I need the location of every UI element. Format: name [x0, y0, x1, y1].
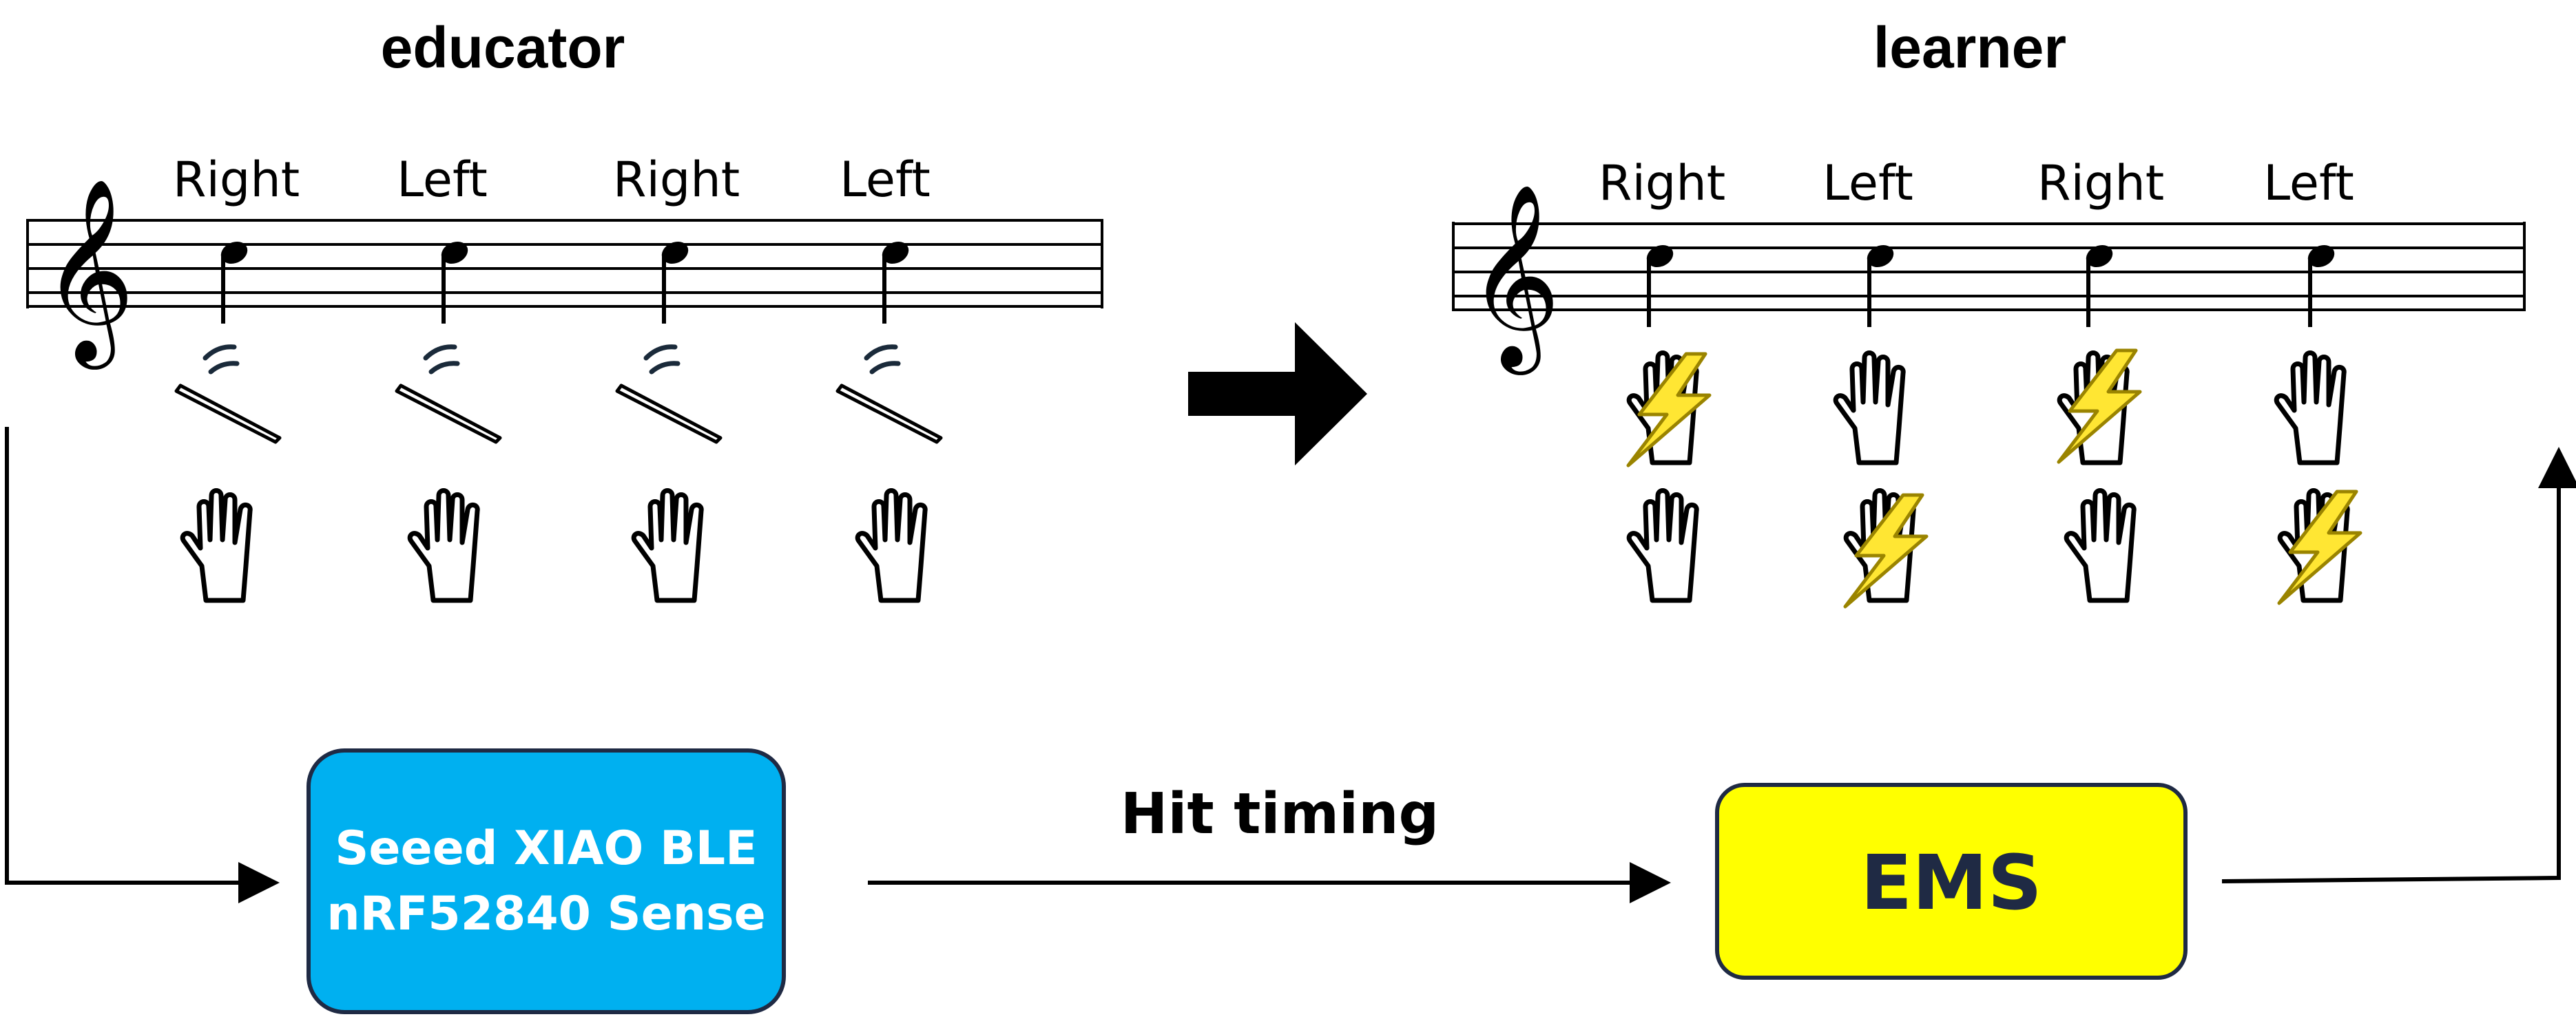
learner-beat-1: Right	[1599, 155, 1725, 600]
hand-label: Left	[1822, 155, 1913, 211]
device-box-line2: nRF52840 Sense	[326, 887, 766, 941]
learner-beat-4: Left	[2263, 155, 2360, 603]
hand-label: Right	[173, 151, 300, 208]
note-head	[220, 241, 248, 264]
educator-beat-1: Right	[173, 151, 300, 600]
educator-beat-2: Left	[397, 151, 500, 600]
learner-beat-3: Right	[2037, 155, 2164, 600]
learner-beat-2: Left	[1822, 155, 1926, 607]
hand-outline-icon	[858, 491, 925, 601]
ems-label: EMS	[1860, 839, 2042, 927]
hand-outline-icon	[2066, 491, 2134, 601]
drumstick-icon	[617, 347, 720, 442]
educator-beat-4: Left	[838, 151, 941, 600]
drumstick-icon	[838, 347, 941, 442]
hand-outline-icon	[1629, 491, 1696, 601]
hand-outline-icon	[183, 491, 250, 601]
note-head	[1867, 244, 1894, 268]
educator-beat-3: Right	[613, 151, 740, 600]
hand-outline-icon	[410, 491, 477, 601]
drumstick-icon	[397, 347, 500, 442]
hand-label: Right	[2037, 155, 2164, 211]
hand-label: Right	[613, 151, 740, 208]
note-head	[882, 241, 909, 264]
learner-staff	[1452, 222, 2526, 311]
note-head	[2086, 244, 2113, 268]
note-head	[2307, 244, 2335, 268]
device-box-line1: Seeed XIAO BLE	[335, 821, 757, 876]
hand-outline-icon	[634, 491, 701, 601]
drumstick-icon	[176, 347, 280, 442]
hit-timing-label: Hit timing	[1121, 781, 1439, 847]
educator-title: educator	[381, 15, 625, 80]
input-connector	[5, 427, 280, 903]
hand-outline-icon	[2276, 353, 2344, 463]
learner-title: learner	[1873, 15, 2066, 80]
educator-staff	[26, 219, 1103, 308]
note-head	[1646, 244, 1674, 268]
hand-label: Left	[840, 151, 931, 208]
device-box	[307, 748, 786, 1014]
hand-label: Left	[397, 151, 488, 208]
transfer-arrow-icon	[1188, 322, 1367, 465]
ems-box	[1715, 783, 2188, 980]
treble-clef-icon: 𝄞	[1467, 183, 1561, 375]
note-head	[661, 241, 689, 264]
note-head	[441, 241, 468, 264]
hand-label: Left	[2263, 155, 2354, 211]
treble-clef-icon: 𝄞	[41, 178, 135, 370]
hand-label: Right	[1599, 155, 1725, 211]
output-connector	[2221, 447, 2576, 883]
hand-outline-icon	[1836, 353, 1903, 463]
